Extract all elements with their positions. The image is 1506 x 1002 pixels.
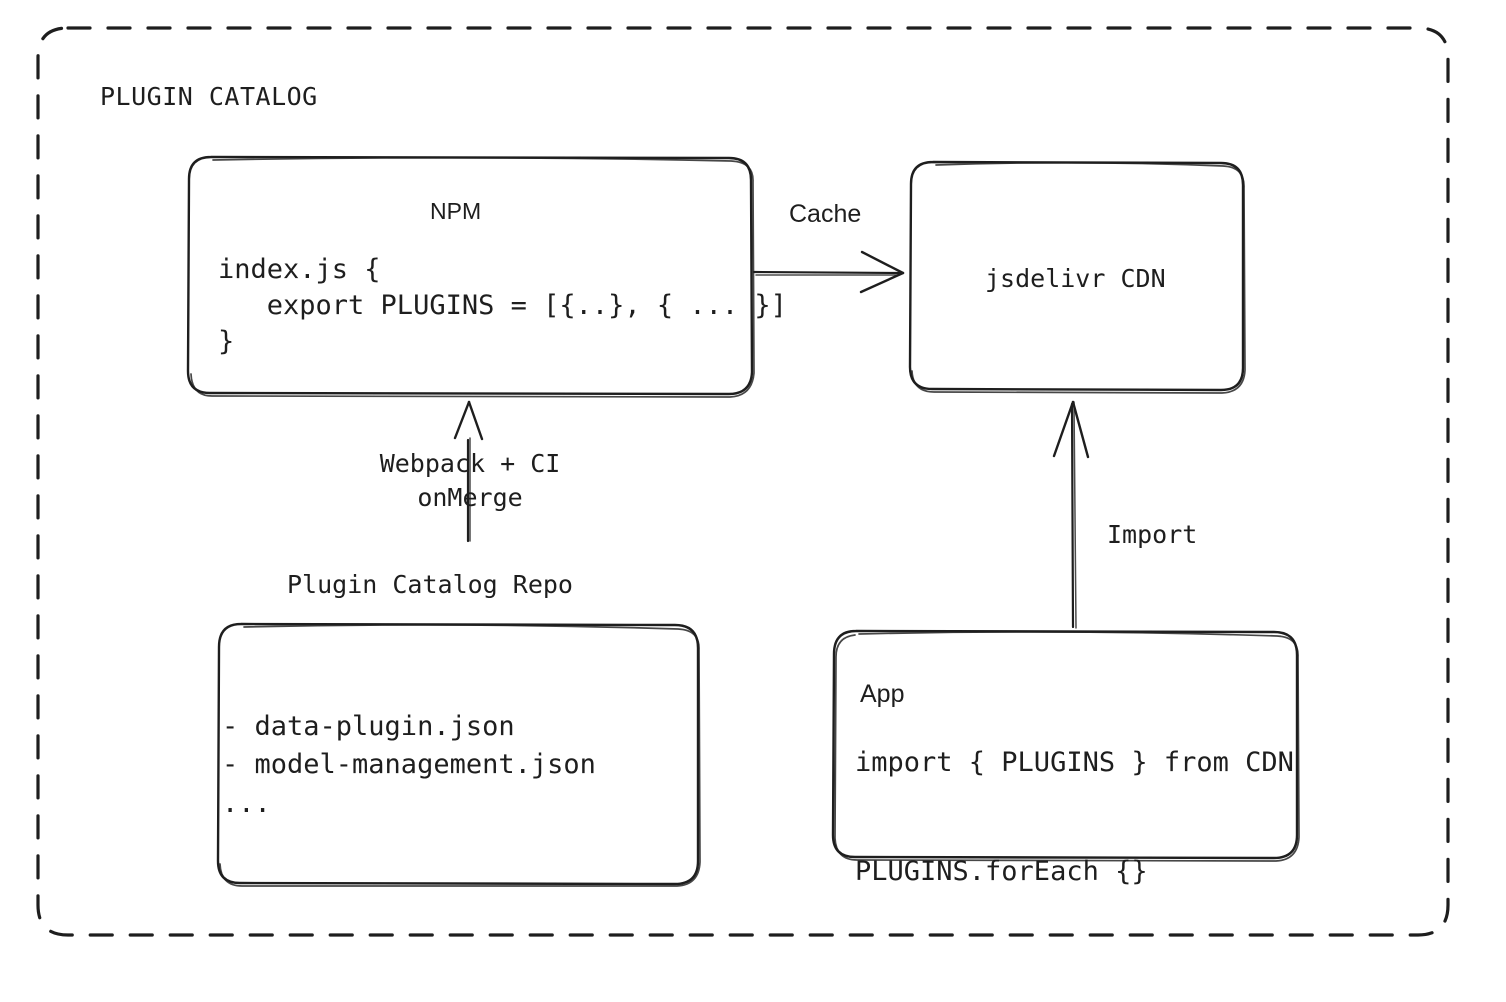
cdn-box-outline-second-pass	[911, 161, 1246, 394]
repo-box-outline-second-pass	[219, 624, 701, 887]
edge-label-import: Import	[1107, 520, 1198, 549]
group-title: PLUGIN CATALOG	[100, 82, 318, 111]
app-node-title: App	[860, 680, 905, 708]
edge-import-arrow	[1052, 400, 1090, 629]
repo-node-title: Plugin Catalog Repo	[287, 570, 573, 599]
app-box-outline-second-pass	[834, 631, 1300, 862]
app-node-code: import { PLUGINS } from CDN PLUGINS.forE…	[855, 747, 1294, 888]
group-container-border	[36, 26, 1450, 937]
edge-label-cache: Cache	[789, 200, 862, 228]
npm-box-outline-second-pass	[190, 156, 755, 398]
npm-node-code: index.js { export PLUGINS = [{..}, { ...…	[218, 254, 787, 357]
edge-label-build: Webpack + CI onMerge	[379, 449, 561, 512]
edge-cache-arrow	[752, 250, 905, 294]
npm-node-title: NPM	[430, 198, 482, 224]
cdn-node-title: jsdelivr CDN	[985, 264, 1166, 293]
repo-node-file-list: - data-plugin.json - model-management.js…	[222, 711, 596, 819]
edge-build-arrow	[453, 400, 484, 543]
